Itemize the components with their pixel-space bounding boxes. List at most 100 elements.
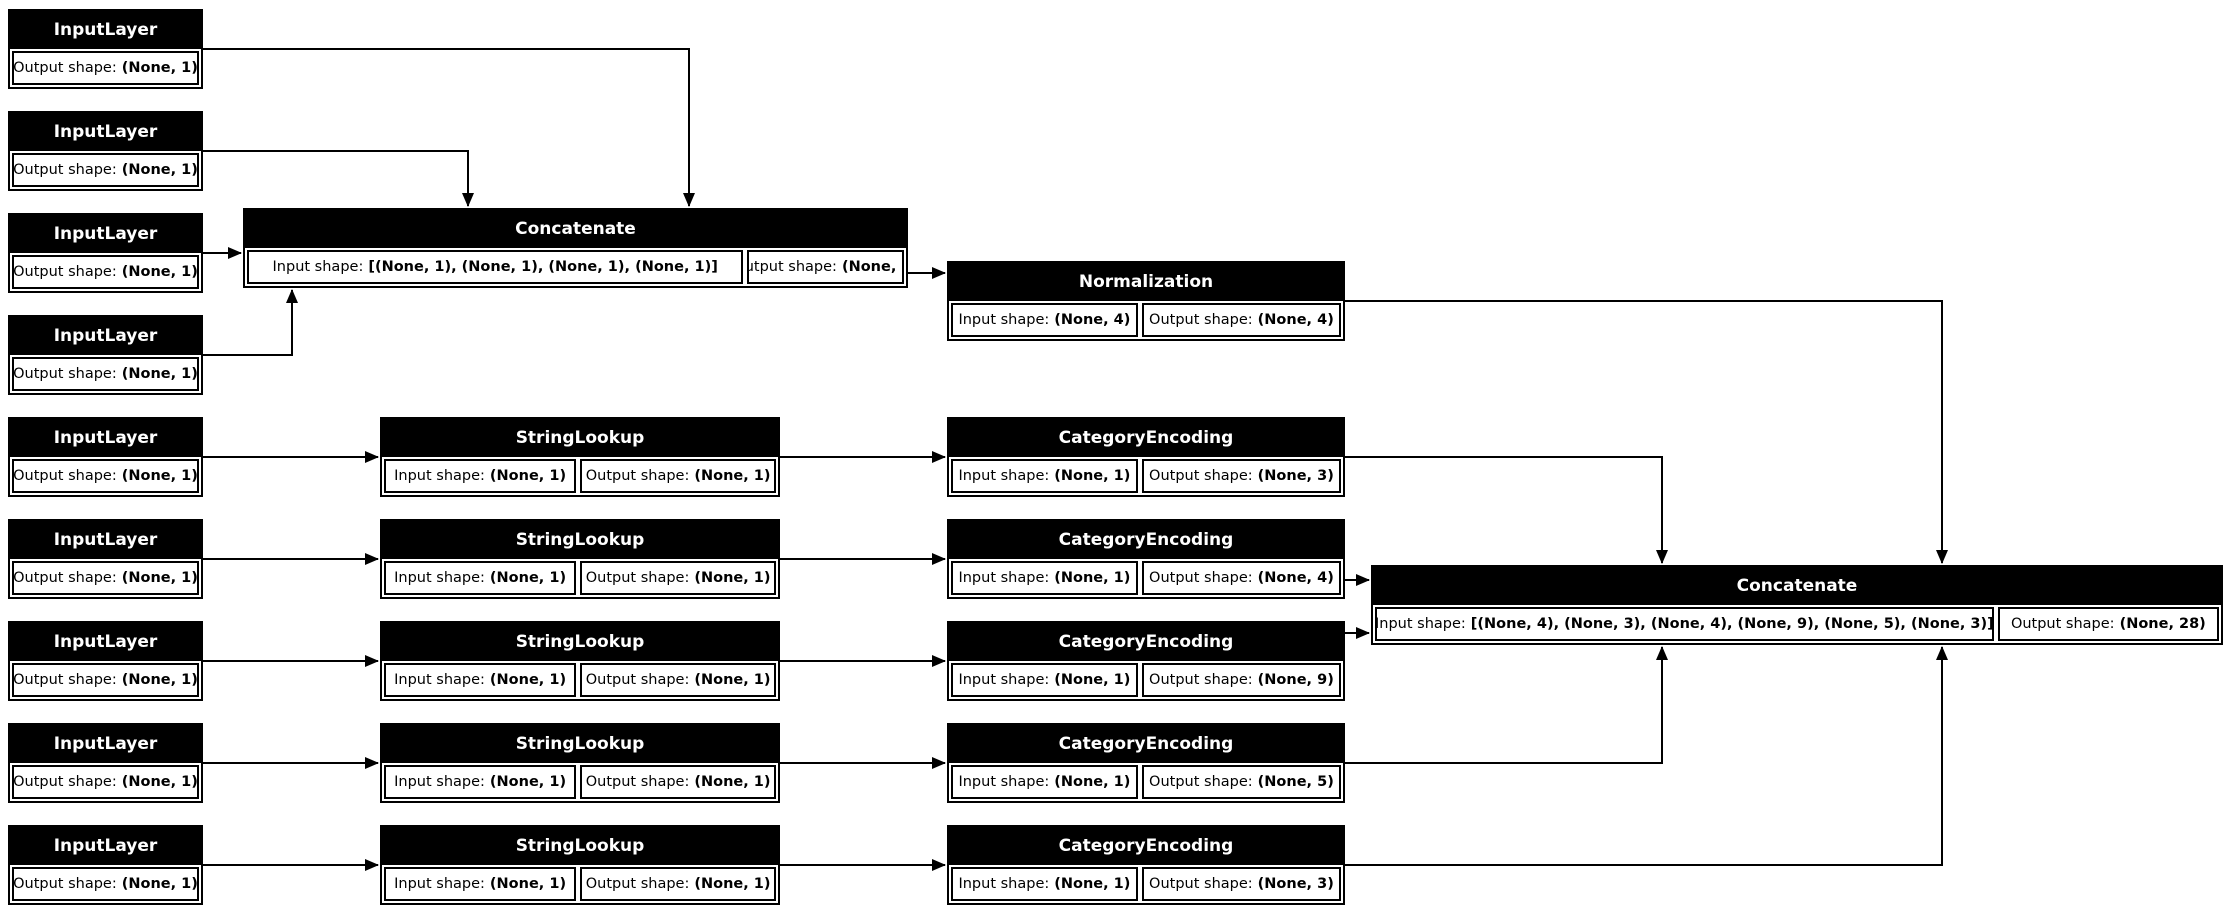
output-shape-cell: Output shape:(None, 1) [580,663,776,697]
layer-type-title: InputLayer [10,11,201,49]
input-shape-label: Input shape: [394,468,485,484]
output-shape-cell: Output shape:(None, 1) [12,867,199,901]
output-shape-value: (None, 4) [1257,570,1334,586]
layer-type-title: InputLayer [10,623,201,661]
input-shape-cell: Input shape:(None, 1) [384,459,577,493]
shape-cells: Output shape:(None, 1) [10,865,201,903]
shape-cells: Output shape:(None, 1) [10,457,201,495]
input-shape-label: Input shape: [394,672,485,688]
shape-cells: Output shape:(None, 1) [10,151,201,189]
output-shape-value: (None, 9) [1257,672,1334,688]
input-shape-label: Input shape: [272,259,364,275]
layer-type-title: StringLookup [382,725,778,763]
input-shape-value: [(None, 4), (None, 3), (None, 4), (None,… [1470,616,1994,632]
input-shape-label: Input shape: [958,468,1050,484]
output-shape-label: Output shape: [13,264,117,280]
input-shape-value: (None, 1) [489,672,567,688]
input-shape-cell: Input shape:(None, 1) [951,765,1138,799]
input-shape-cell: Input shape:(None, 1) [384,765,577,799]
output-shape-label: Output shape: [2010,616,2115,632]
output-shape-label: Output shape: [1149,774,1253,790]
layer-type-title: CategoryEncoding [949,419,1343,457]
output-shape-label: Output shape: [585,570,690,586]
output-shape-cell: Output shape:(None, 1) [580,765,776,799]
shape-cells: Input shape:(None, 1) Output shape:(None,… [949,559,1343,597]
shape-cells: Output shape:(None, 1) [10,49,201,87]
output-shape-value: (None, 1) [121,162,198,178]
input-shape-value: (None, 1) [1054,774,1131,790]
layer-type-title: StringLookup [382,521,778,559]
output-shape-label: Output shape: [13,468,117,484]
input-shape-value: (None, 1) [489,774,567,790]
output-shape-value: (None, 1) [694,570,771,586]
layer-type-title: Concatenate [1373,567,2221,605]
input-shape-value: (None, 1) [489,876,567,892]
output-shape-label: Output shape: [1149,672,1253,688]
input-shape-cell: Input shape:(None, 1) [384,867,577,901]
output-shape-label: Output shape: [585,468,690,484]
output-shape-cell: Output shape:(None, 5) [1141,765,1341,799]
edge-il2-to-c1 [203,150,474,207]
output-shape-value: (None, 3) [1257,468,1334,484]
shape-cells: Input shape:(None, 1)Output shape:(None,… [949,457,1343,495]
output-shape-cell: Output shape:(None, 1) [580,561,776,595]
output-shape-value: (None, 1) [694,672,771,688]
output-shape-cell: Output shape:(None, 9) [1141,663,1341,697]
edge-ce9-to-c2 [1345,646,1948,866]
output-shape-label: Output shape: [13,366,117,382]
output-shape-cell: Output shape:(None, 1) [580,867,776,901]
input-shape-label: Input shape: [958,672,1050,688]
shape-cells: Input shape:[(None, 1), (None, 1), (None… [245,248,906,286]
output-shape-label: Output shape: [585,774,690,790]
layer-type-title: StringLookup [382,827,778,865]
output-shape-cell: Output shape:(None, 28) [1997,607,2219,641]
layer-type-title: StringLookup [382,419,778,457]
input-shape-label: Input shape: [1375,616,1466,632]
shape-cells: Input shape:(None, 1)Output shape:(None,… [382,865,778,903]
output-shape-value: (None, 4) [1257,312,1334,328]
output-shape-cell: Output shape:(None, 3) [1141,867,1341,901]
shape-cells: Input shape:(None, 1)Output shape:(None,… [382,457,778,495]
output-shape-cell: Output shape:(None, 3) [1141,459,1341,493]
output-shape-value: (None, 1) [121,774,198,790]
output-shape-label: Output shape: [1149,312,1253,328]
input-shape-label: Input shape: [958,570,1050,586]
output-shape-cell: Output shape:(None, 4) [1141,561,1341,595]
edge-ce8-to-c2 [1345,646,1668,764]
shape-cells: Input shape:(None, 1)Output shape:(None,… [949,763,1343,801]
output-shape-cell: Output shape:(None, 1) [12,357,199,391]
output-shape-cell: Output shape:(None, 1) [12,51,199,85]
output-shape-cell: Output shape:(None, 4) [1141,303,1341,337]
input-shape-cell: Input shape:(None, 1) [384,561,577,595]
output-shape-cell: Output shape:(None, 4) [747,250,904,284]
output-shape-value: (None, 1) [694,876,771,892]
input-shape-value: [(None, 1), (None, 1), (None, 1), (None,… [368,259,718,275]
output-shape-value: (None, 1) [121,672,198,688]
input-shape-cell: Input shape:(None, 1) [951,867,1138,901]
input-shape-cell: Input shape:(None, 1) [951,663,1138,697]
input-shape-cell: Input shape:(None, 1) [951,459,1138,493]
output-shape-label: Output shape: [585,876,690,892]
output-shape-value: (None, 1) [121,366,198,382]
shape-cells: Output shape:(None, 1) [10,355,201,393]
output-shape-label: Output shape: [585,672,690,688]
output-shape-label: Output shape: [13,162,117,178]
shape-cells: Output shape:(None, 1) [10,763,201,801]
input-shape-value: (None, 1) [1054,570,1131,586]
input-shape-value: (None, 1) [1054,876,1131,892]
output-shape-value: (None, 1) [694,774,771,790]
